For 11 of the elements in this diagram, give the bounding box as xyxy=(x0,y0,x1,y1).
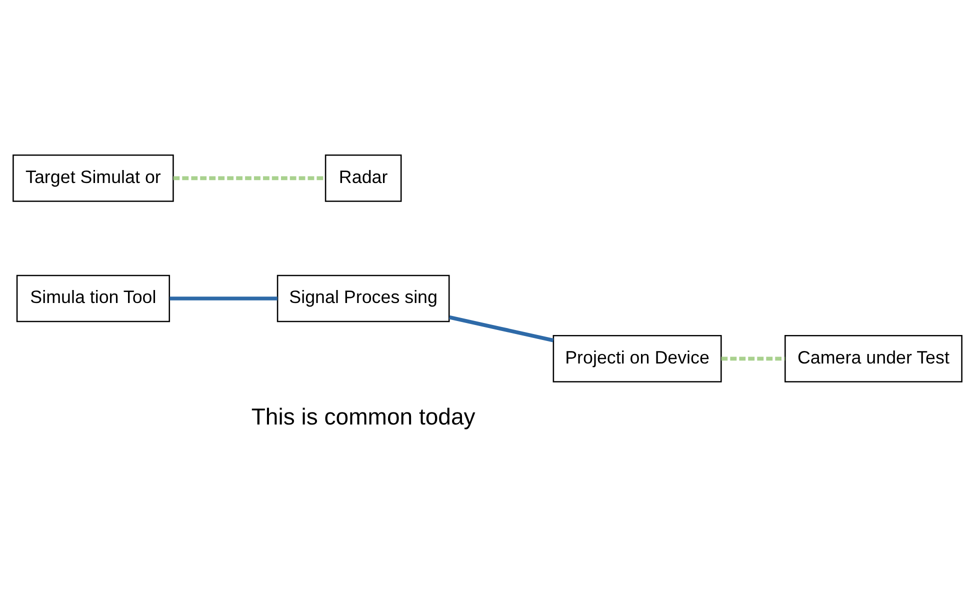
connector xyxy=(173,176,326,180)
label: This is common today xyxy=(251,402,476,429)
node-box: Signal Proces sing xyxy=(276,274,450,322)
node-box: Simula tion Tool xyxy=(16,274,170,322)
node-box: Projecti on Device xyxy=(552,334,722,382)
node-box: Target Simulat or xyxy=(12,154,174,202)
connector xyxy=(448,314,554,342)
connector xyxy=(721,356,785,360)
node-box: Camera under Test xyxy=(784,334,962,382)
connector xyxy=(170,296,278,300)
node-box: Radar xyxy=(324,154,402,202)
